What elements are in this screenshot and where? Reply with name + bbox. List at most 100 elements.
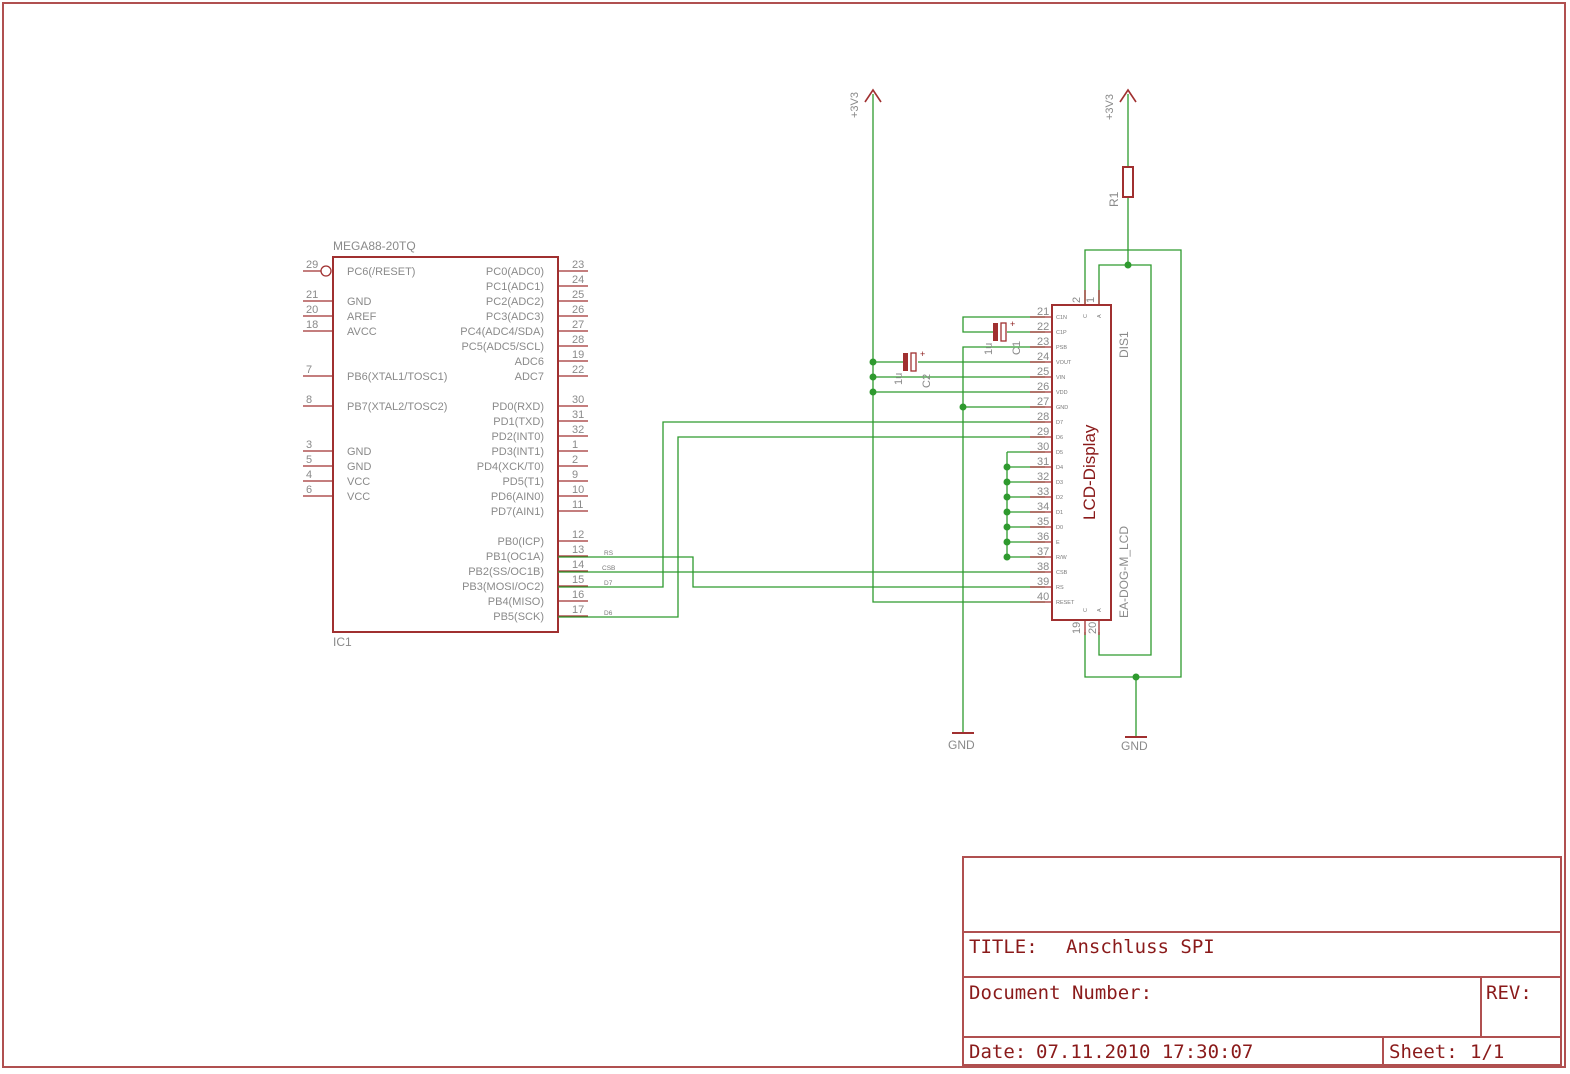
ic1-pin-number: 21 (306, 289, 318, 301)
wire-backlight-outer (1084, 249, 1182, 678)
rev-label: REV: (1486, 982, 1532, 1004)
r1-name: R1 (1107, 191, 1121, 207)
junction-dot (869, 388, 877, 396)
supply-3v3-left-label: +3V3 (849, 92, 861, 118)
lcd-pin-name: C (1083, 608, 1089, 612)
ic1-pin-number: 12 (572, 529, 584, 541)
net-labels: RS CSB D7 D6 (602, 550, 615, 617)
ic1-microcontroller[interactable]: MEGA88-20TQ IC1 29PC6(/RESET)21GND20AREF… (303, 239, 588, 649)
ic1-pin-name: PC1(ADC1) (486, 281, 544, 293)
lcd-pin-number: 1 (1085, 297, 1097, 303)
lcd-pin-name: R/W (1056, 555, 1068, 561)
ic1-pin-number: 9 (572, 469, 578, 481)
ic1-pin-name: PB4(MISO) (488, 596, 544, 608)
lcd-pin-number: 29 (1037, 426, 1049, 438)
ic1-pin-number: 14 (572, 559, 584, 571)
title-label: TITLE: (969, 936, 1038, 958)
ic1-pin-name: PD0(RXD) (492, 401, 544, 413)
ic1-pin-number: 20 (306, 304, 318, 316)
junction-dot (1003, 493, 1011, 501)
lcd-pin-name: RESET (1056, 600, 1075, 606)
date-value: 07.11.2010 17:30:07 (1036, 1041, 1253, 1063)
lcd-value: EA-DOG-M_LCD (1117, 526, 1131, 618)
junctions (869, 261, 1140, 681)
lcd-pin-number: 40 (1037, 591, 1049, 603)
c2-name: C2 (921, 374, 933, 388)
lcd-pin-number: 27 (1037, 396, 1049, 408)
ic1-pin-name: PB6(XTAL1/TOSC1) (347, 371, 447, 383)
ground-right[interactable]: GND (1121, 736, 1148, 753)
ic1-pin-number: 13 (572, 544, 584, 556)
ic1-pin-name: PC6(/RESET) (347, 266, 415, 278)
lcd-pin-name: A (1097, 314, 1103, 318)
ic1-pin-name: PD6(AIN0) (491, 491, 544, 503)
resistor-r1[interactable]: R1 (1107, 166, 1134, 207)
lcd-pin-number: 31 (1037, 456, 1049, 468)
ic1-pin-number: 25 (572, 289, 584, 301)
junction-dot (959, 403, 967, 411)
ic1-pin-number: 15 (572, 574, 584, 586)
ic1-pin-number: 19 (572, 349, 584, 361)
ic1-pin-number: 27 (572, 319, 584, 331)
ic1-pin-name: PB2(SS/OC1B) (468, 566, 544, 578)
lcd-pin-number: 38 (1037, 561, 1049, 573)
ic1-pin-name: PC3(ADC3) (486, 311, 544, 323)
lcd-pin-number: 2 (1071, 297, 1083, 303)
capacitor-c1[interactable]: + 1u C1 (983, 319, 1023, 355)
document-number-label: Document Number: (969, 982, 1152, 1004)
lcd-pin-name: CSB (1056, 570, 1068, 576)
ic1-pin-number: 3 (306, 439, 312, 451)
ic1-pin-number: 2 (572, 454, 578, 466)
ic1-pin-name: PB3(MOSI/OC2) (462, 581, 544, 593)
ic1-pin-number: 4 (306, 469, 312, 481)
lcd-pin-number: 37 (1037, 546, 1049, 558)
lcd-pin-name: D7 (1056, 420, 1063, 426)
lcd-pin-name: D1 (1056, 510, 1063, 516)
supply-3v3-right[interactable]: +3V3 (1104, 88, 1137, 120)
lcd-pin-number: 21 (1037, 306, 1049, 318)
lcd-pin-name: D5 (1056, 450, 1063, 456)
ic1-pin-number: 11 (572, 499, 583, 511)
lcd-pin-name: D2 (1056, 495, 1063, 501)
lcd-pin-name: E (1056, 540, 1060, 546)
capacitor-c2[interactable]: + 1u C2 (893, 349, 933, 388)
lcd-pin-number: 33 (1037, 486, 1049, 498)
ic1-pin-name: VCC (347, 491, 370, 503)
lcd-pin-name: A (1097, 608, 1103, 612)
net-label-rs: RS (604, 550, 614, 557)
junction-dot (1132, 673, 1140, 681)
ic1-pin-name: PC4(ADC4/SDA) (460, 326, 544, 338)
ic1-pin-number: 17 (572, 604, 584, 616)
ic1-pin-number: 31 (572, 409, 584, 421)
lcd-pin-number: 19 (1071, 622, 1083, 634)
lcd-pin-number: 23 (1037, 336, 1049, 348)
junction-dot (1003, 463, 1011, 471)
c1-name: C1 (1011, 341, 1023, 355)
lcd-pin-name: VIN (1056, 375, 1065, 381)
supply-3v3-left[interactable]: +3V3 (849, 88, 882, 118)
c2-polarity: + (920, 349, 925, 359)
ic1-pin-number: 16 (572, 589, 584, 601)
ic1-pin-name: PC0(ADC0) (486, 266, 544, 278)
ic1-pin-name: ADC7 (515, 371, 544, 383)
ground-left[interactable]: GND (948, 732, 975, 752)
junction-dot (1003, 553, 1011, 561)
ic1-pin-name: PB5(SCK) (493, 611, 544, 623)
ic1-pin-number: 1 (572, 439, 578, 451)
c1-plate-solid (993, 323, 998, 341)
lcd-pin-number: 36 (1037, 531, 1049, 543)
supply-arrow-icon (1119, 88, 1137, 103)
ic1-pin-number: 24 (572, 274, 584, 286)
net-label-csb: CSB (602, 565, 615, 572)
ic1-reset-inversion-bubble (320, 265, 332, 277)
ic1-pin-name: PC5(ADC5/SCL) (461, 341, 544, 353)
ic1-pin-name: PC2(ADC2) (486, 296, 544, 308)
c1-value: 1u (983, 343, 995, 355)
ic1-body (332, 256, 559, 633)
ic1-name: IC1 (333, 635, 352, 649)
junction-dot (1003, 523, 1011, 531)
